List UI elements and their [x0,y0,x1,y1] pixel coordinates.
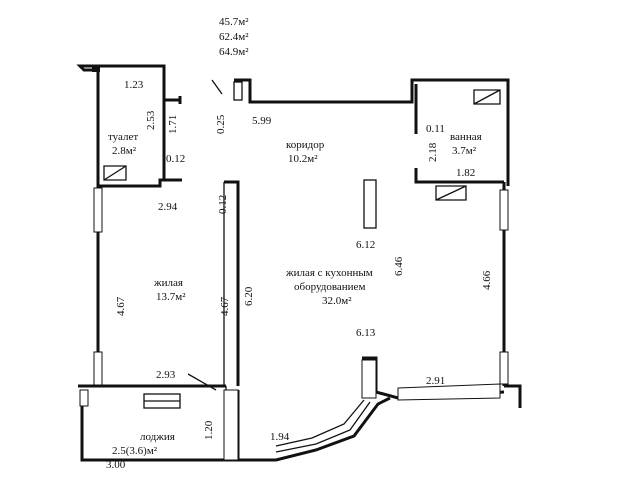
dim-2-18: 2.18 [427,142,439,162]
dim-1-23: 1.23 [124,79,144,91]
corridor-area: 10.2м² [288,153,318,165]
dimensions: 1.23 2.53 1.71 0.12 0.25 5.99 0.11 2.18 … [106,79,493,471]
dim-2-53: 2.53 [145,110,157,130]
dim-6-20: 6.20 [243,286,255,306]
toilet-area: 2.8м² [112,145,137,157]
dim-0-12-living: 0.12 [217,195,229,214]
kitchen-area: 32.0м² [322,295,352,307]
kitchen-line-1: жилая с кухонным [285,267,373,279]
dim-6-13: 6.13 [356,327,376,339]
living-name: жилая [153,277,183,289]
dim-4-66: 4.66 [481,270,493,290]
dim-1-20: 1.20 [203,420,215,440]
walls [76,64,522,462]
dim-1-82: 1.82 [456,167,475,179]
dim-3-00: 3.00 [106,459,126,471]
dim-6-12: 6.12 [356,239,375,251]
corridor-name: коридор [286,139,325,151]
dim-0-11: 0.11 [426,123,445,135]
dim-4-67-left: 4.67 [115,296,127,316]
dim-5-99: 5.99 [252,115,272,127]
dim-2-93: 2.93 [156,369,176,381]
dim-0-25: 0.25 [215,114,227,134]
total-area-2: 62.4м² [219,31,249,43]
total-area-1: 45.7м² [219,16,249,28]
bath-area: 3.7м² [452,145,477,157]
kitchen-line-2: оборудованием [294,281,365,293]
dim-4-67-right: 4.67 [219,296,231,316]
toilet-name: туалет [108,131,138,143]
dim-1-71: 1.71 [167,115,179,134]
area-totals: 45.7м² 62.4м² 64.9м² [219,16,249,58]
living-area: 13.7м² [156,291,186,303]
dim-0-12-toilet: 0.12 [166,153,185,165]
dim-1-94: 1.94 [270,431,290,443]
dim-6-46: 6.46 [393,256,405,276]
dim-2-91: 2.91 [426,375,445,387]
bath-name: ванная [450,131,482,143]
total-area-3: 64.9м² [219,46,249,58]
dim-2-94: 2.94 [158,201,178,213]
loggia-name: лоджия [140,431,175,443]
room-labels: туалет 2.8м² коридор 10.2м² ванная 3.7м²… [108,131,482,457]
loggia-area: 2.5(3.6)м² [112,445,158,457]
